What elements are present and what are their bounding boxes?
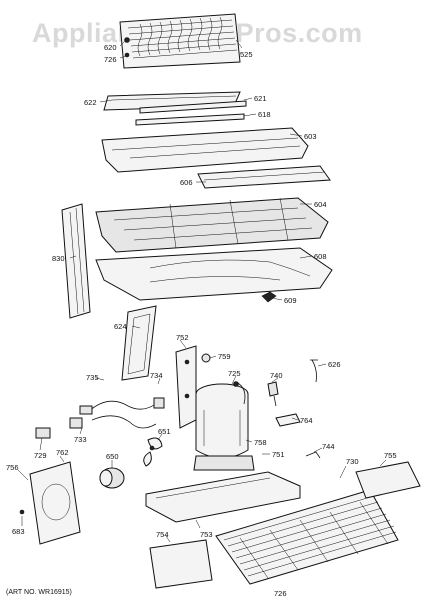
callout-756: 756 [6,463,19,472]
air-duct-624-drawing [121,305,157,381]
condenser-coil-drawing [215,489,399,585]
callout-830: 830 [52,254,65,263]
callout-725: 725 [228,369,241,378]
callout-729: 729 [34,451,47,460]
screw-683-drawing [19,509,25,515]
fan-shroud-drawing [29,461,81,545]
panel-754-drawing [149,539,213,589]
callout-609: 609 [284,296,297,305]
callout-650: 650 [106,452,119,461]
callout-744: 744 [322,442,335,451]
grommet-609-drawing [261,291,277,303]
callout-733: 733 [74,435,87,444]
evaporator-coil-drawing [119,13,241,69]
callout-759: 759 [218,352,231,361]
heater-bar-drawing [135,100,247,126]
callout-labels: 620 726 525 622 621 618 603 606 604 830 … [6,43,397,598]
capacitor-729-drawing [35,427,51,439]
callout-735: 735 [86,373,99,382]
callout-753: 753 [200,530,213,539]
callout-525: 525 [240,50,253,59]
leader-lines [17,39,387,543]
callout-730: 730 [346,457,359,466]
cover-764-drawing [275,413,301,427]
callout-726-bottom: 726 [274,589,287,598]
wiring-harness-735-drawing [79,397,165,429]
fan-blade-651-drawing [143,437,163,467]
callout-624: 624 [114,322,127,331]
callout-621: 621 [254,94,267,103]
fan-motor-650-drawing [99,467,125,489]
callout-608: 608 [314,252,327,261]
callout-751: 751 [272,450,285,459]
shelf-603-drawing [101,127,309,173]
grommet-759-drawing [201,353,211,363]
drip-pan-604-drawing [95,197,329,253]
callout-755: 755 [384,451,397,460]
callout-752: 752 [176,333,189,342]
plug-733-drawing [69,417,83,429]
callout-762: 762 [56,448,69,457]
relay-740-drawing [267,381,279,407]
callout-603: 603 [304,132,317,141]
callout-618: 618 [258,110,271,119]
callout-626: 626 [328,360,341,369]
front-strip-drawing [197,165,331,189]
callout-754: 754 [156,530,169,539]
clip-744-drawing [305,451,321,459]
callout-651: 651 [158,427,171,436]
compressor-drawing [195,381,249,459]
side-channel-830-drawing [61,203,91,319]
machine-base-drawing [145,455,301,523]
callout-622: 622 [84,98,97,107]
callout-726-top: 726 [104,55,117,64]
callout-764: 764 [300,416,313,425]
bracket-752-drawing [175,345,197,429]
callout-606: 606 [180,178,193,187]
art-number: (ART NO. WR16915) [6,589,72,596]
panel-755-drawing [355,461,421,499]
drip-pan-608-drawing [95,247,333,301]
callout-604: 604 [314,200,327,209]
wire-part-626-drawing [310,359,318,383]
callout-740: 740 [270,371,283,380]
callout-620: 620 [104,43,117,52]
callout-734: 734 [150,371,163,380]
callout-758: 758 [254,438,267,447]
callout-683: 683 [12,527,25,536]
